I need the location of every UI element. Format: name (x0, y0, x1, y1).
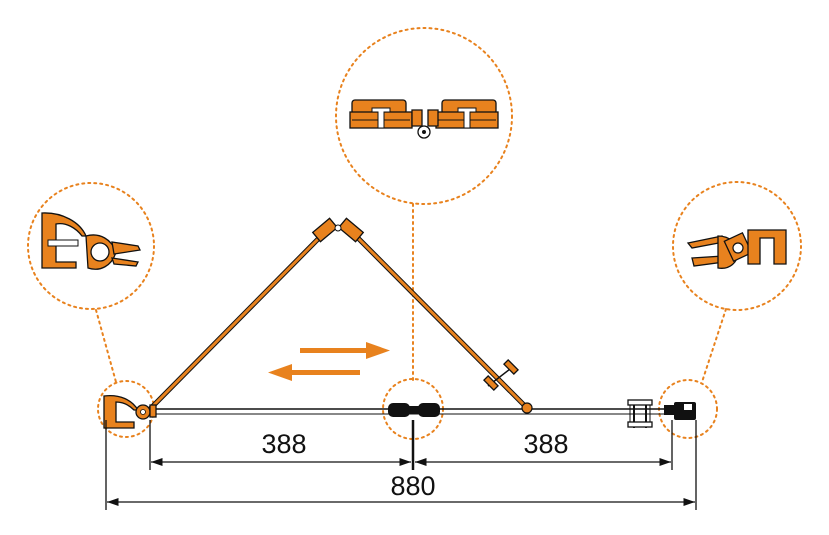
dimension-lines (105, 420, 697, 510)
dimension-label-left: 388 (261, 429, 306, 459)
open-door-panel-left (148, 230, 327, 411)
callout-circle-center (335, 27, 513, 205)
dimension-label-right: 388 (523, 429, 568, 459)
leader-right (701, 308, 727, 383)
arrow-right-icon (300, 342, 390, 359)
dimension-label-total: 880 (390, 471, 435, 501)
center-magnetic-seal-detail (349, 99, 499, 139)
wall-profile-hinge-detail-right (686, 229, 787, 269)
right-wall-profile (664, 402, 696, 420)
arrow-left-icon (268, 364, 360, 381)
open-door-panel-right (350, 230, 529, 410)
door-handle-open (483, 359, 519, 391)
top-hinge-joint (311, 217, 365, 243)
leader-left (95, 309, 117, 383)
right-handle-closed (627, 399, 653, 428)
center-seal-closed (388, 403, 440, 417)
callout-circle-right (672, 181, 802, 311)
left-wall-profile (103, 394, 157, 429)
callout-circle-left (27, 182, 155, 310)
wall-profile-detail-left (41, 212, 141, 270)
panel-end-cap (521, 402, 533, 414)
